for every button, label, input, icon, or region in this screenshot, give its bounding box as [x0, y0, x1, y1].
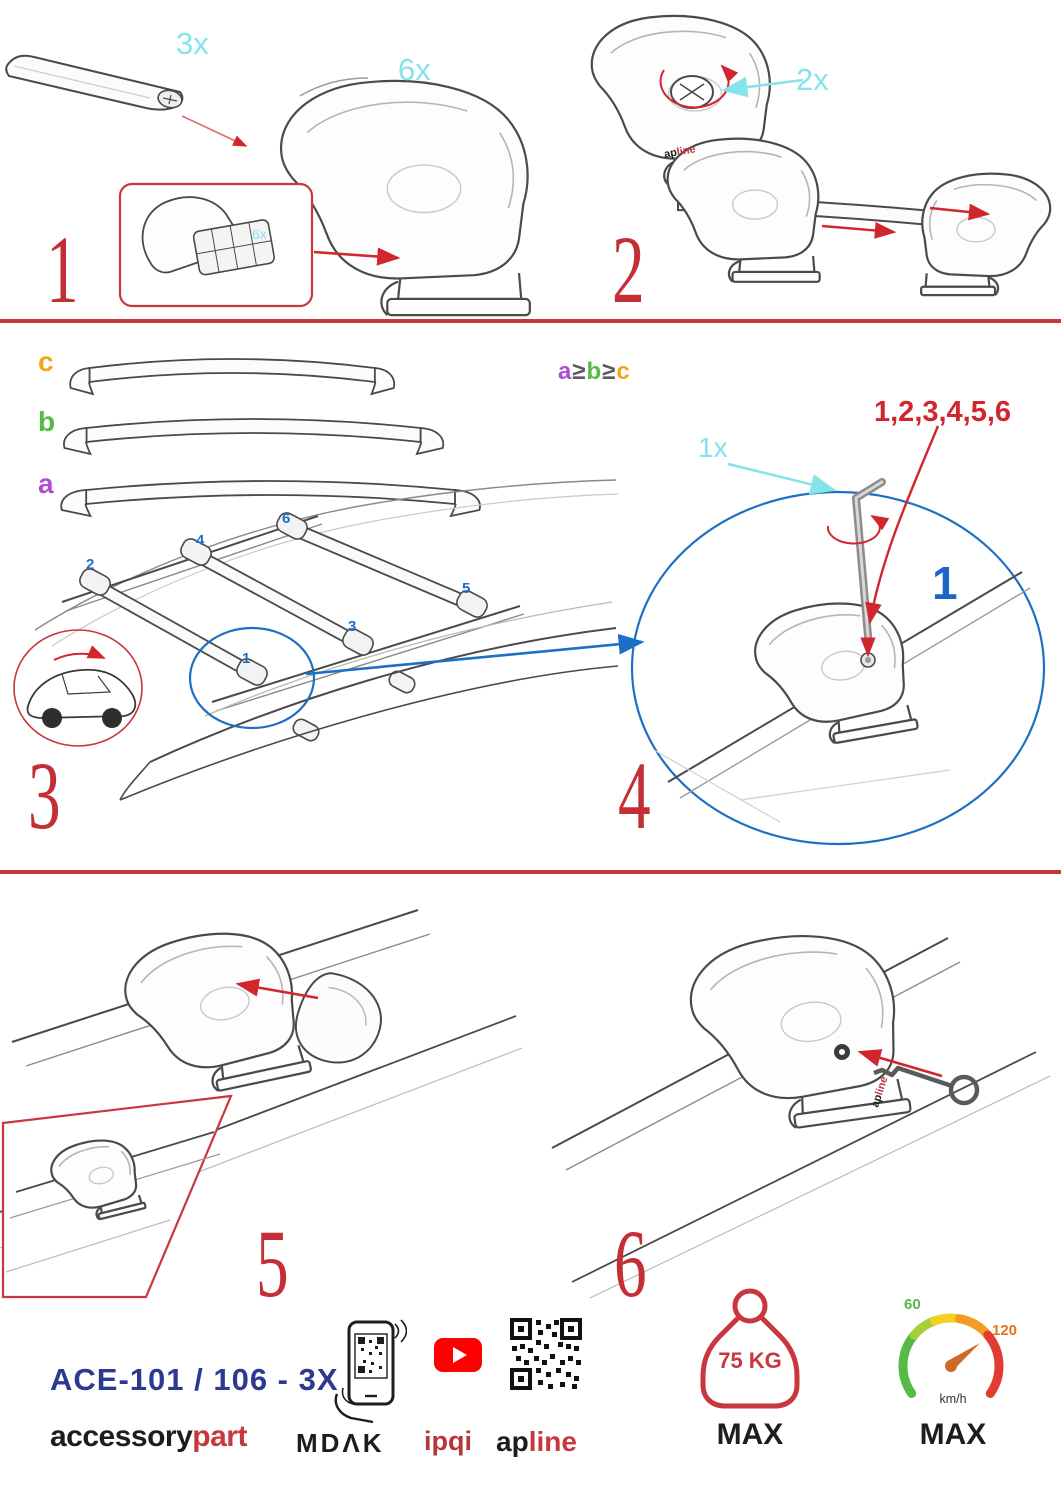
crossbar-feet — [79, 512, 488, 686]
step3-illustration — [13, 358, 619, 801]
apline-logo: apline — [496, 1426, 577, 1458]
zoom-pointer-arrow — [305, 633, 645, 676]
accessorypart-logo: accessorypart — [50, 1420, 247, 1454]
bar-size-a — [60, 480, 481, 517]
position-label-3: 3 — [348, 618, 357, 635]
knob-quantity-label: 2x — [796, 62, 829, 97]
phone-qr-scan-icon — [334, 1319, 407, 1424]
step5-number: 5 — [256, 1210, 289, 1317]
apline-footer-red: line — [528, 1426, 577, 1457]
youtube-icon — [434, 1338, 482, 1372]
pad-insert-arrow — [313, 247, 401, 266]
mounted-foot-panel — [1, 1094, 233, 1299]
rubber-pad-detail-box — [118, 182, 314, 308]
zoom-scene — [653, 571, 1031, 823]
bar-size-c — [69, 358, 396, 395]
zoom-circle — [630, 490, 1046, 846]
order-a: a — [558, 358, 573, 385]
bar-slot-line — [299, 77, 369, 97]
knob-cross-slot — [679, 83, 705, 101]
step6-illustration — [551, 921, 1051, 1299]
speed-high-label: 120 — [992, 1322, 1018, 1339]
step4-illustration — [630, 425, 1046, 846]
foot-cover — [295, 972, 382, 1064]
order-ge-2: ≥ — [602, 358, 617, 385]
bar-label-b: b — [38, 406, 56, 437]
max-weight-label: MAX — [716, 1418, 784, 1451]
step2-number: 2 — [612, 216, 645, 323]
step6-number: 6 — [614, 1210, 647, 1317]
key-quantity-label: 1x — [698, 432, 728, 463]
position-label-1: 1 — [242, 650, 251, 667]
step1-illustration — [5, 54, 532, 317]
apline-footer-black: ap — [496, 1426, 529, 1457]
position-label-4: 4 — [196, 532, 205, 549]
position-label-2: 2 — [86, 556, 95, 573]
step1-number: 1 — [46, 216, 79, 323]
speed-unit-label: km/h — [939, 1392, 967, 1406]
foot-quantity-label: 6x — [398, 52, 431, 87]
key-qty-arrow — [727, 462, 837, 495]
position-label-6: 6 — [282, 510, 291, 527]
car-roof-scene — [34, 479, 619, 801]
key-icon — [873, 1065, 980, 1106]
step3-number: 3 — [28, 742, 61, 849]
lock-slot — [839, 1049, 845, 1055]
order-b: b — [586, 358, 603, 385]
crossbar-profile — [5, 54, 184, 111]
knob-qty-arrow — [721, 76, 804, 98]
rack-foot — [279, 79, 532, 317]
bar-quantity-label: 3x — [176, 26, 209, 61]
key-rotate-arrow — [826, 514, 890, 545]
key-insert-arrow — [857, 1049, 943, 1078]
bar-label-c: c — [38, 346, 54, 377]
step5-illustration — [0, 909, 523, 1299]
qr-code-icon — [510, 1318, 582, 1390]
max-weight-value: 75 KG — [718, 1348, 782, 1373]
max-speed-label: MAX — [919, 1418, 987, 1451]
crossbars-on-roof — [88, 519, 476, 681]
accessorypart-logo-black: accessory — [50, 1420, 193, 1453]
ipqi-logo: ipqi — [424, 1426, 472, 1456]
allen-key — [852, 478, 886, 640]
speed-low-label: 60 — [904, 1296, 921, 1313]
bar-label-a: a — [38, 468, 54, 499]
step4-number: 4 — [618, 742, 651, 849]
position-label-5: 5 — [462, 580, 471, 597]
order-c: c — [616, 358, 631, 385]
model-code: ACE-101 / 106 - 3X — [50, 1362, 339, 1397]
length-order-expression: a≥b≥c — [558, 358, 631, 386]
order-ge-1: ≥ — [572, 358, 587, 385]
section-divider-top — [0, 319, 1061, 323]
section-divider-bottom — [0, 870, 1061, 874]
pad-quantity-label: 6x — [252, 226, 267, 242]
car-direction-inset — [13, 629, 143, 747]
bar-size-b — [63, 418, 445, 455]
foot-open — [115, 917, 313, 1107]
weight-icon — [700, 1288, 800, 1409]
cover-close-arrow — [235, 978, 319, 1000]
speedometer-icon — [898, 1313, 1004, 1398]
step2-illustration — [590, 15, 1051, 296]
accessorypart-logo-red: part — [192, 1420, 247, 1453]
mdak-logo: MDΛK — [296, 1428, 385, 1458]
bar-pointer-arrow — [181, 115, 248, 147]
start-position-label: 1 — [932, 557, 958, 609]
position1-highlight-circle — [188, 626, 316, 730]
bar-with-feet — [666, 137, 1051, 296]
tightening-sequence: 1,2,3,4,5,6 — [874, 396, 1012, 428]
sequence-arrow — [865, 425, 940, 625]
